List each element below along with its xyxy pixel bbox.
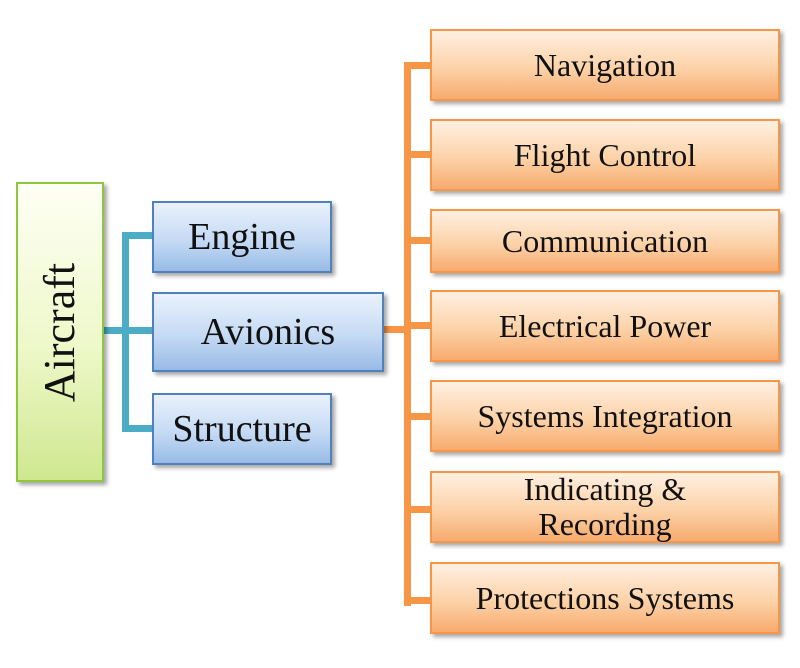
branch-node-label: Engine bbox=[188, 216, 296, 258]
connector-to-flight-control bbox=[404, 151, 432, 158]
leaf-node-label: Electrical Power bbox=[498, 307, 712, 344]
leaf-node-label: Systems Integration bbox=[477, 397, 733, 434]
leaf-connector-spine bbox=[404, 62, 411, 606]
connector-to-systems-integration bbox=[404, 413, 432, 420]
leaf-node-systems-integration: Systems Integration bbox=[430, 380, 780, 452]
leaf-node-flight-control: Flight Control bbox=[430, 119, 780, 191]
connector-to-protections-systems bbox=[404, 597, 432, 604]
leaf-node-label: Navigation bbox=[533, 46, 677, 83]
connector-to-engine bbox=[122, 232, 152, 239]
leaf-node-protections-systems: Protections Systems bbox=[430, 562, 780, 634]
branch-node-label: Avionics bbox=[200, 311, 336, 353]
avionics-connector-stem bbox=[383, 326, 408, 333]
leaf-node-label: Protections Systems bbox=[475, 579, 735, 616]
root-node-label: Aircraft bbox=[35, 262, 85, 402]
leaf-node-navigation: Navigation bbox=[430, 29, 780, 101]
leaf-node-electrical-power: Electrical Power bbox=[430, 290, 780, 362]
connector-to-avionics bbox=[122, 327, 152, 334]
branch-node-engine: Engine bbox=[152, 201, 332, 273]
branch-node-structure: Structure bbox=[152, 393, 332, 465]
leaf-node-label: Communication bbox=[501, 222, 709, 259]
root-connector-stem bbox=[104, 327, 126, 334]
leaf-node-communication: Communication bbox=[430, 209, 780, 273]
root-node-aircraft: Aircraft bbox=[16, 182, 104, 482]
connector-to-indicating-recording bbox=[404, 506, 432, 513]
leaf-node-label: Flight Control bbox=[513, 136, 697, 173]
connector-to-electrical-power bbox=[404, 322, 432, 329]
connector-to-navigation bbox=[404, 62, 432, 69]
connector-to-communication bbox=[404, 237, 432, 244]
connector-to-structure bbox=[122, 425, 152, 432]
leaf-node-label: Indicating & Recording bbox=[523, 471, 687, 542]
leaf-node-indicating-recording: Indicating & Recording bbox=[430, 471, 780, 543]
branch-node-label: Structure bbox=[172, 408, 312, 450]
branch-node-avionics: Avionics bbox=[152, 292, 384, 372]
